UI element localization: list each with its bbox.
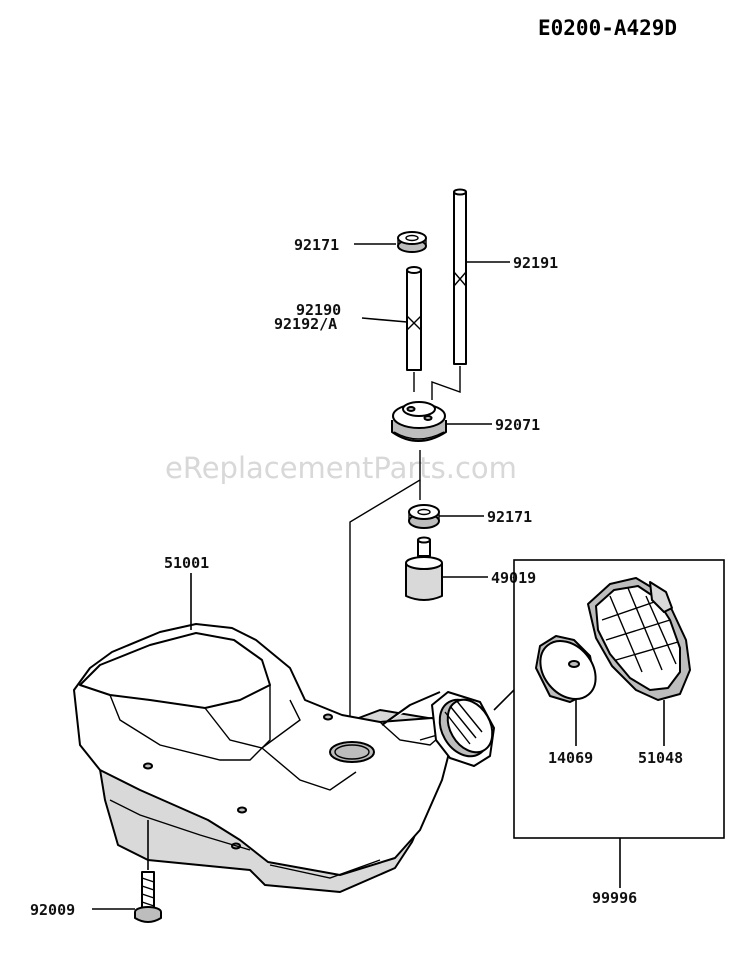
label-92171-top[interactable]: 92171 — [294, 236, 339, 254]
diagram-id: E0200-A429D — [538, 16, 677, 40]
label-92171-mid[interactable]: 92171 — [487, 508, 532, 526]
watermark-text: eReplacementParts.com — [165, 451, 517, 485]
leader-kit-to-neck — [493, 689, 515, 711]
part-92071-grommet[interactable] — [391, 401, 447, 442]
kit-box-99996 — [513, 559, 725, 839]
label-51001[interactable]: 51001 — [164, 554, 209, 572]
label-92009[interactable]: 92009 — [30, 901, 75, 919]
part-filler-neck — [431, 691, 495, 767]
leader-92190 — [361, 317, 408, 323]
part-92171-top-grommet[interactable] — [397, 231, 427, 253]
connector-92191 — [431, 366, 461, 400]
part-51048-fuel-cap[interactable] — [587, 577, 691, 701]
part-92171-mid-grommet[interactable] — [408, 504, 440, 529]
label-14069[interactable]: 14069 — [548, 749, 593, 767]
part-14069-cap-gasket[interactable] — [529, 630, 607, 710]
label-51048[interactable]: 51048 — [638, 749, 683, 767]
label-92190[interactable]: 92190 — [296, 301, 341, 319]
part-92190-tube[interactable] — [406, 266, 422, 371]
label-92191[interactable]: 92191 — [513, 254, 558, 272]
label-92192a[interactable]: 92192/A — [274, 315, 337, 333]
part-92191-tube[interactable] — [453, 188, 467, 365]
part-92009-bolt[interactable] — [134, 871, 162, 923]
part-49019-fuel-filter[interactable] — [405, 536, 443, 601]
label-92071[interactable]: 92071 — [495, 416, 540, 434]
label-99996[interactable]: 99996 — [592, 889, 637, 907]
connector-tank — [349, 450, 421, 750]
part-51001-fuel-tank[interactable] — [73, 623, 466, 893]
